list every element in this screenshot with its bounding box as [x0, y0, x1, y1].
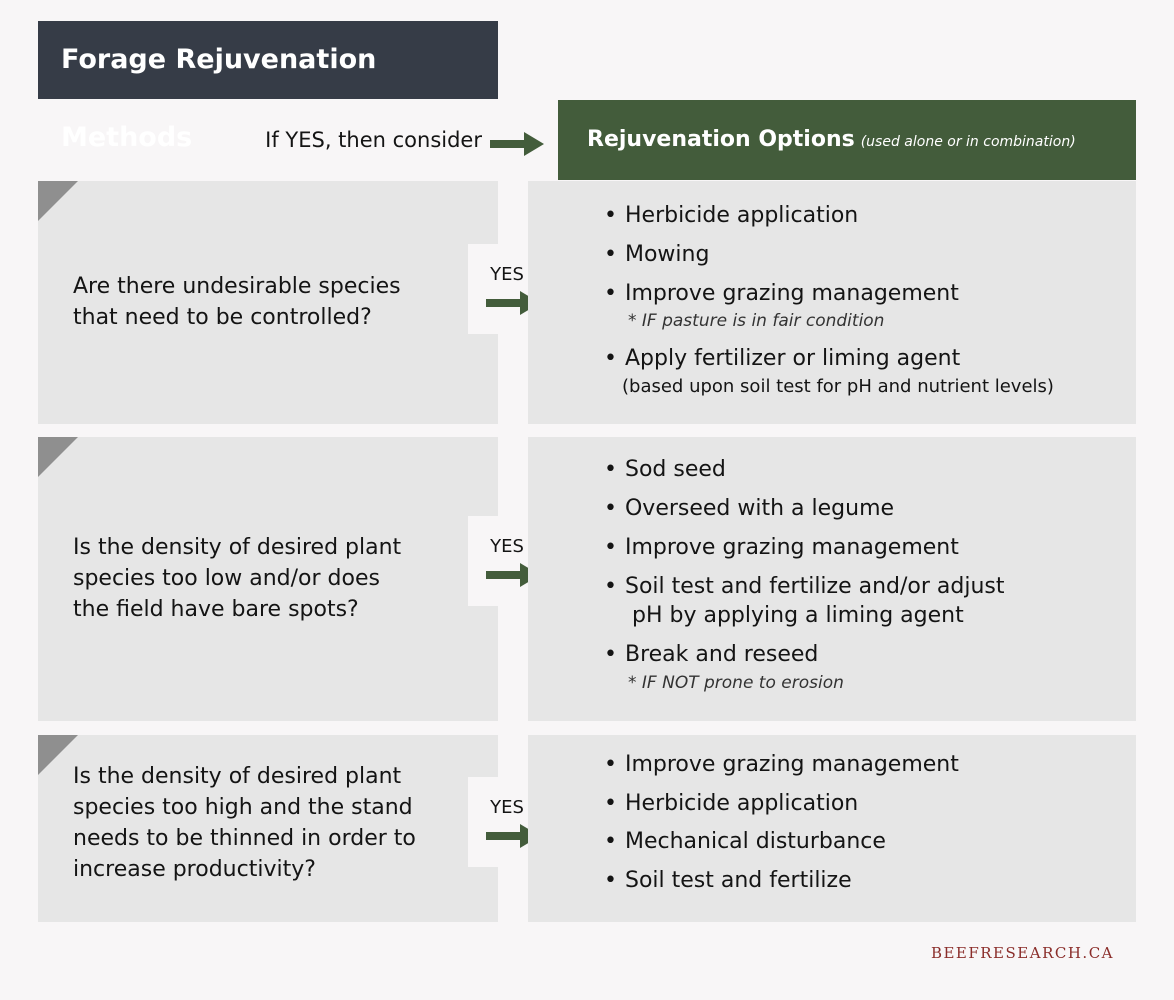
question-panel-2: Is the density of desired plant species …	[38, 437, 498, 721]
yes-label: YES	[490, 536, 524, 557]
question-text-3: Is the density of desired plant species …	[73, 761, 453, 885]
footer-source: BEEFRESEARCH.CA	[930, 944, 1114, 962]
options-header: Rejuvenation Options (used alone or in co…	[558, 100, 1136, 180]
option-item: •Break and reseed	[604, 642, 819, 667]
options-panel-2: •Sod seed •Overseed with a legume •Impro…	[528, 437, 1136, 721]
yes-label: YES	[490, 264, 524, 285]
option-item: •Herbicide application	[604, 791, 859, 816]
option-note: * IF pasture is in fair condition	[628, 311, 885, 331]
option-item: •Mechanical disturbance	[604, 829, 886, 854]
option-note: (based upon soil test for pH and nutrien…	[622, 376, 1054, 397]
question-panel-3: Is the density of desired plant species …	[38, 735, 498, 922]
corner-triangle	[38, 735, 78, 775]
yes-label: YES	[490, 797, 524, 818]
option-item: •Overseed with a legume	[604, 496, 895, 521]
option-item: •Sod seed	[604, 457, 726, 482]
question-line: Are there undesirable species	[73, 274, 401, 299]
question-line: that need to be controlled?	[73, 305, 372, 330]
option-item: •Improve grazing management	[604, 281, 959, 306]
question-line: Is the density of desired plant	[73, 535, 402, 560]
option-item: •Improve grazing management	[604, 752, 959, 777]
question-text-2: Is the density of desired plant species …	[73, 532, 453, 625]
options-header-title: Rejuvenation Options	[587, 127, 855, 152]
question-text-1: Are there undesirable species that need …	[73, 271, 453, 333]
corner-triangle	[38, 437, 78, 477]
question-line: Is the density of desired plant	[73, 764, 402, 789]
option-item: •Herbicide application	[604, 203, 859, 228]
options-header-subtitle: (used alone or in combination)	[860, 134, 1076, 150]
option-continuation: pH by applying a liming agent	[632, 603, 964, 628]
option-item: •Improve grazing management	[604, 535, 959, 560]
option-item: •Mowing	[604, 242, 710, 267]
question-line: species too low and/or does	[73, 566, 380, 591]
options-panel-1: •Herbicide application •Mowing •Improve …	[528, 181, 1136, 424]
question-line: the field have bare spots?	[73, 597, 359, 622]
question-line: needs to be thinned in order to	[73, 826, 416, 851]
option-note: * IF NOT prone to erosion	[628, 673, 844, 693]
question-panel-1: Are there undesirable species that need …	[38, 181, 498, 424]
right-arrow-icon	[490, 132, 544, 156]
option-item: •Apply fertilizer or liming agent	[604, 346, 961, 371]
corner-triangle	[38, 181, 78, 221]
option-item: •Soil test and fertilize	[604, 868, 852, 893]
legend-text: If YES, then consider	[265, 128, 482, 152]
question-line: increase productivity?	[73, 857, 316, 882]
question-line: species too high and the stand	[73, 795, 413, 820]
options-panel-3: •Improve grazing management •Herbicide a…	[528, 735, 1136, 922]
page-title: Forage Rejuvenation Methods	[38, 21, 498, 153]
option-item: •Soil test and fertilize and/or adjust	[604, 574, 1005, 599]
